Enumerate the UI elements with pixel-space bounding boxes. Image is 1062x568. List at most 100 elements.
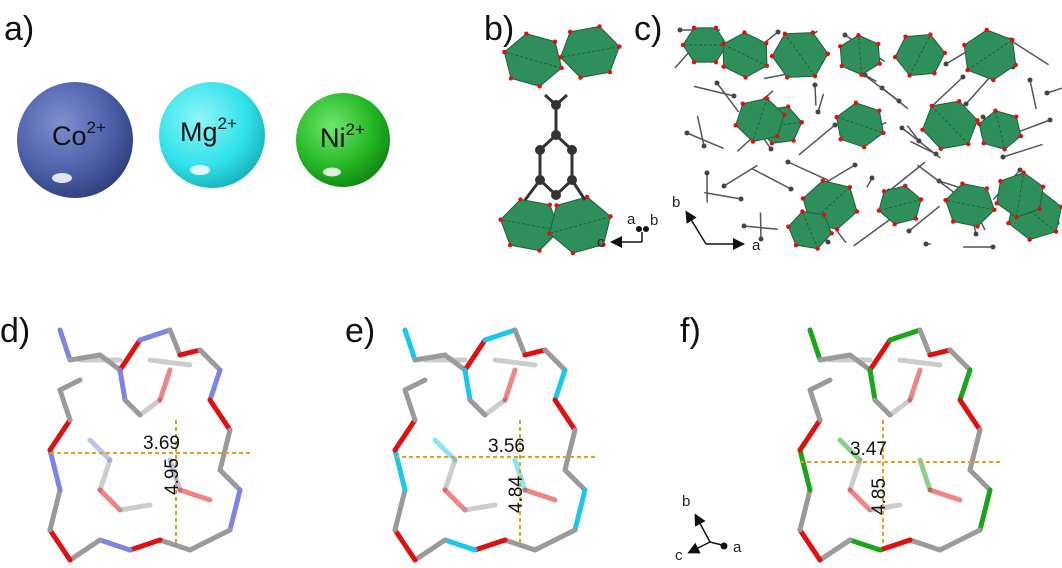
- octahedron-edge: [909, 34, 931, 76]
- linker-bond: [931, 76, 964, 107]
- stick-bond: [157, 367, 173, 403]
- stick-bond: [837, 437, 863, 463]
- oxygen-atom: [1014, 215, 1019, 220]
- octahedron-edge: [836, 116, 884, 134]
- octahedron-edge: [857, 35, 863, 75]
- oxygen-atom: [554, 203, 559, 208]
- octahedron-edge: [784, 33, 816, 77]
- carbon-atom: [731, 93, 737, 99]
- linker-bond: [1002, 143, 1043, 158]
- oxygen-atom: [992, 207, 997, 213]
- linker-bond: [716, 82, 740, 113]
- stick-bond: [97, 487, 123, 513]
- oxygen-atom: [782, 31, 788, 36]
- stick-bond: [402, 327, 418, 363]
- linker-bond: [858, 70, 900, 102]
- oxygen-atom: [998, 178, 1003, 184]
- linker-bond: [824, 164, 856, 184]
- stick-bond: [807, 377, 833, 393]
- carbon-atom: [1017, 167, 1023, 173]
- stick-bond: [127, 537, 163, 553]
- carbon-atom: [933, 151, 939, 157]
- carbon-atom: [832, 122, 838, 128]
- linker-bond: [723, 164, 758, 187]
- oxygen-atom: [764, 96, 770, 101]
- carbon-atom: [943, 61, 949, 67]
- oxygen-atom: [847, 185, 853, 190]
- stick-bond: [797, 417, 823, 453]
- panel-c: c) c a b b a: [597, 10, 1062, 254]
- panel-label-f: f): [680, 312, 701, 350]
- octahedron-edge: [931, 105, 969, 145]
- stick-bond: [867, 502, 903, 513]
- stick-bond: [937, 527, 983, 553]
- octahedron: [722, 31, 768, 79]
- stick-bond: [177, 347, 203, 358]
- stick-bond: [402, 377, 428, 393]
- carbon-atom: [963, 101, 969, 107]
- stick-bond: [67, 537, 103, 563]
- oxygen-atom: [1059, 204, 1062, 210]
- oxygen-atom: [942, 50, 948, 56]
- stick-bond: [47, 527, 73, 563]
- oxygen-atom: [876, 208, 882, 213]
- linker-bond: [704, 191, 742, 200]
- stick-bond: [522, 487, 558, 503]
- oxygen-atom: [769, 53, 775, 59]
- linker-bond: [693, 85, 735, 97]
- oxygen-atom: [932, 71, 937, 76]
- oxygen-atom: [786, 104, 791, 109]
- oxygen-atom: [775, 134, 780, 139]
- oxygen-atom: [733, 123, 738, 128]
- linker-bond: [965, 73, 993, 105]
- carbon-atom: [960, 74, 966, 80]
- linker-bond: [696, 115, 705, 147]
- carbon-atom: [768, 146, 774, 152]
- linker-bond: [759, 212, 762, 240]
- oxygen-atom: [965, 67, 970, 73]
- oxygen-atom: [918, 197, 924, 202]
- stick-bond: [807, 387, 823, 423]
- octahedron-edge: [1013, 198, 1057, 232]
- oxygen-atom: [861, 144, 867, 150]
- oxygen-atom: [558, 55, 563, 60]
- stick-bond: [57, 387, 73, 423]
- carbon-atom: [916, 138, 922, 144]
- svg-text:b: b: [682, 493, 690, 510]
- stick-bond: [977, 487, 993, 533]
- stick-bond: [117, 367, 128, 403]
- stick-bond: [227, 487, 243, 533]
- oxygen-atom: [929, 103, 934, 109]
- carbon-atom: [567, 175, 577, 185]
- stick-bond: [552, 397, 578, 433]
- stick-bond: [917, 327, 933, 358]
- stick-bond: [887, 327, 923, 343]
- linker-bond: [814, 84, 817, 106]
- stick-bond: [157, 537, 193, 553]
- stick-bond: [472, 537, 508, 553]
- linker-bond: [1016, 119, 1051, 134]
- carbon-atom: [758, 236, 764, 242]
- linker-bond: [1029, 79, 1037, 110]
- oxygen-atom: [1002, 147, 1007, 152]
- linker-bond: [853, 217, 893, 247]
- stick-bond: [532, 527, 578, 553]
- stick-bond: [957, 397, 983, 433]
- carbon-atom: [815, 109, 821, 115]
- octahedron-edge: [801, 211, 819, 249]
- stick-bond: [207, 367, 223, 403]
- distance-label-v-f: 4.85: [869, 478, 890, 515]
- panel-label-e: e): [345, 312, 375, 350]
- oxygen-atom: [928, 32, 933, 37]
- oxygen-atom: [812, 74, 818, 79]
- carbon-atom: [1044, 90, 1050, 96]
- linker-bond: [906, 125, 920, 142]
- oxygen-atom: [825, 51, 831, 57]
- octahedron-edge: [994, 110, 1006, 150]
- oxygen-atom: [907, 73, 912, 78]
- oxygen-atom: [800, 209, 805, 214]
- stick-bond: [847, 487, 873, 513]
- carbon-atom: [980, 114, 986, 120]
- oxygen-atom: [601, 242, 606, 247]
- oxygen-atom: [1013, 62, 1018, 68]
